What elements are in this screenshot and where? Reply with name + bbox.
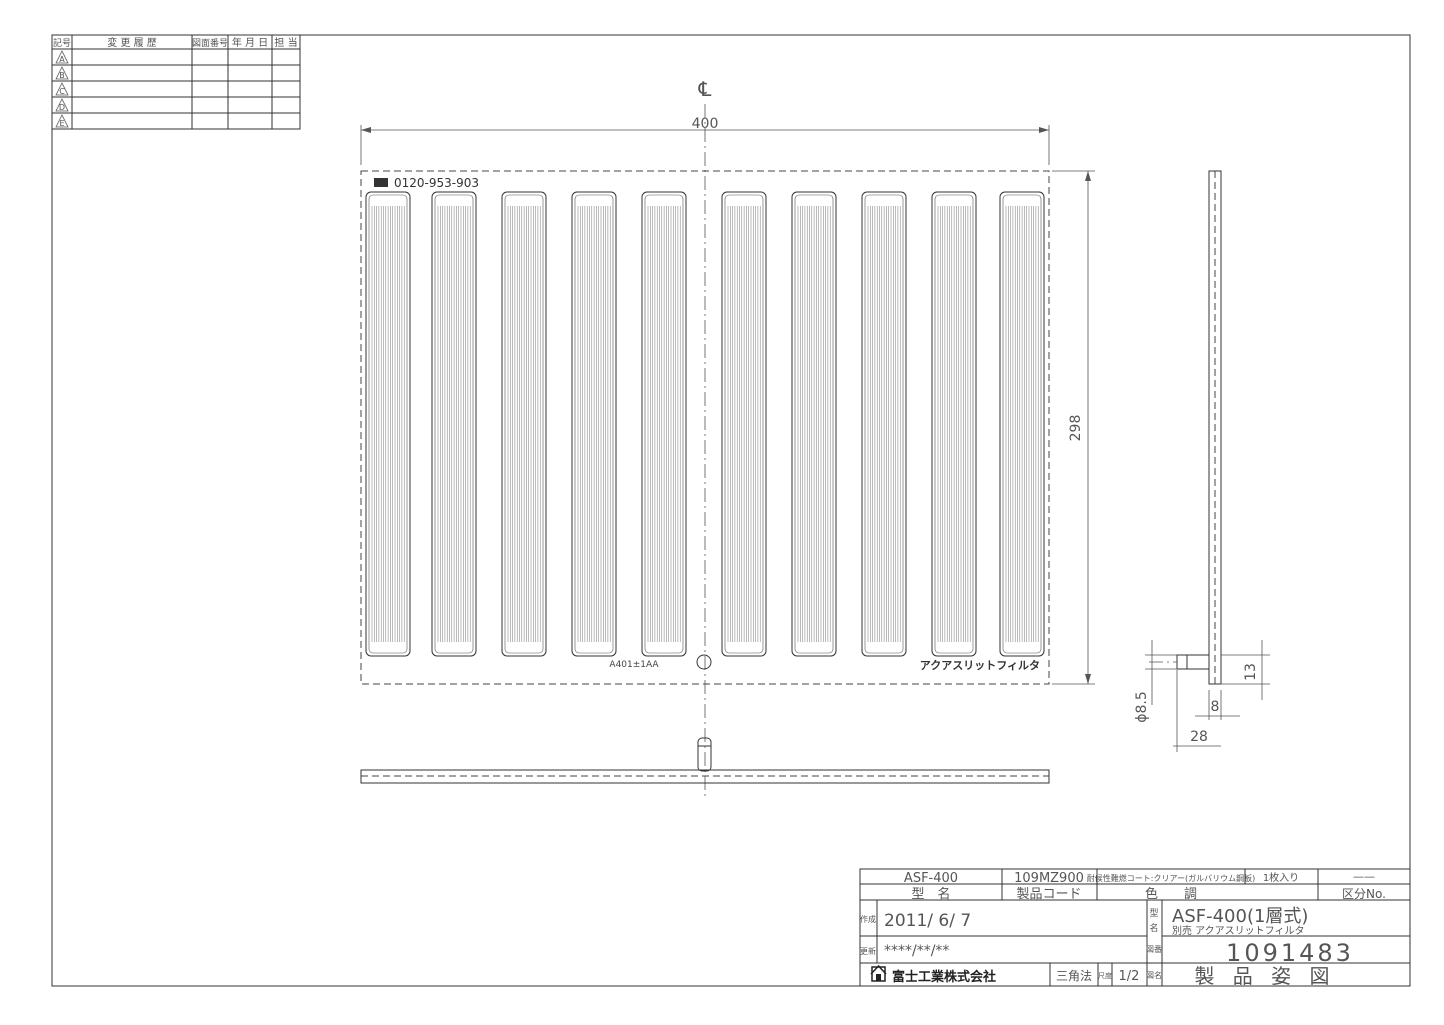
- tb-scale: 1/2: [1119, 969, 1140, 984]
- bottom-view-handle: [697, 737, 712, 772]
- slot-outline: [431, 191, 477, 657]
- slot-slits: [577, 206, 611, 642]
- slot-inner-outline: [864, 194, 904, 654]
- revision-mark-triangle: [55, 50, 69, 64]
- tb-drawing-no: 1091483: [1226, 939, 1354, 967]
- title-block: ASF-400 型 名 109MZ900 製品コード 耐候性難燃コート:クリアー…: [859, 868, 1411, 988]
- revision-mark-triangle: [55, 114, 69, 128]
- tb-name-label-1: 型: [1149, 908, 1158, 919]
- slot-slits: [647, 206, 681, 642]
- slot-slits: [867, 206, 901, 642]
- slot-inner-outline: [794, 194, 834, 654]
- tb-name-main: ASF-400(1層式): [1172, 906, 1308, 927]
- tb-dash: ——: [1353, 870, 1375, 883]
- rev-header-date: 年 月 日: [232, 36, 268, 49]
- revision-mark-triangle: [55, 82, 69, 96]
- slot-slits: [937, 206, 971, 642]
- rev-header-person: 担 当: [274, 36, 297, 49]
- rev-header-drawing-no: 図面番号: [192, 37, 228, 49]
- tb-scale-label: 尺度: [1098, 971, 1112, 980]
- house-logo-icon: [870, 964, 887, 982]
- part-code: A401±1AA: [609, 660, 659, 670]
- slot-inner-outline: [1002, 194, 1042, 654]
- centerline-symbol: ℄: [698, 77, 712, 101]
- slot-slits: [371, 206, 405, 642]
- phone-number: 0120-953-903: [394, 176, 479, 190]
- tb-revised-date: ****/**/**: [884, 943, 949, 959]
- slot-outline: [641, 191, 687, 657]
- tb-created-label: 作成: [860, 914, 876, 924]
- slot-slits: [1005, 206, 1039, 642]
- revision-mark-letter: C: [59, 87, 65, 96]
- slot-outline: [791, 191, 837, 657]
- revision-mark-triangle: [55, 98, 69, 112]
- tb-created-date: 2011/ 6/ 7: [884, 911, 971, 931]
- slot-inner-outline: [574, 194, 614, 654]
- center-hole: [696, 654, 712, 670]
- slot-outline: [365, 191, 411, 657]
- sheet-border: [51, 34, 1411, 987]
- tb-name-sub: 別売 アクアスリットフィルタ: [1172, 924, 1304, 937]
- tb-drawing-title: 製 品 姿 図: [1194, 964, 1335, 988]
- slot-slits: [727, 206, 761, 642]
- tb-quantity: 1枚入り: [1263, 871, 1299, 884]
- slot-inner-outline: [368, 194, 408, 654]
- slot-inner-outline: [724, 194, 764, 654]
- tb-product-code: 109MZ900: [1014, 871, 1084, 886]
- dim-diameter-label: ϕ8.5: [1134, 691, 1150, 723]
- rev-header-history: 変 更 履 歴: [107, 36, 157, 49]
- revision-mark-letter: D: [59, 103, 65, 112]
- slot-inner-outline: [434, 194, 474, 654]
- tb-category-label: 区分No.: [1342, 887, 1386, 901]
- freedial-icon: [374, 178, 388, 187]
- revision-mark-letter: B: [59, 71, 65, 80]
- filter-plate-outline: [360, 170, 1050, 685]
- revision-mark-letter: E: [59, 119, 64, 128]
- dim-8-label: 8: [1211, 699, 1220, 715]
- slot-inner-outline: [934, 194, 974, 654]
- tb-company: 富士工業株式会社: [892, 969, 996, 985]
- slot-outline: [721, 191, 767, 657]
- dim-13-label: 13: [1243, 663, 1259, 681]
- slot-slits: [797, 206, 831, 642]
- side-view: 13 8 28 ϕ8.5: [1134, 170, 1270, 752]
- slot-inner-outline: [644, 194, 684, 654]
- slot-outline: [571, 191, 617, 657]
- product-label: アクアスリットフィルタ: [920, 659, 1040, 672]
- slot-slits: [437, 206, 471, 642]
- tb-drawing-no-label: 図番: [1146, 944, 1162, 954]
- slot-inner-outline: [504, 194, 544, 654]
- tb-revised-label: 更新: [860, 946, 876, 956]
- slot-slits: [507, 206, 541, 642]
- bottom-view: [360, 737, 1050, 784]
- rev-header-mark: 記号: [53, 37, 71, 49]
- tb-model-label: 型 名: [911, 886, 950, 902]
- slot-outline: [501, 191, 547, 657]
- side-view-handle: [1176, 654, 1210, 670]
- front-view: ℄ 400 298 0120-953-903 A401±1AA アクアスリットフ…: [360, 77, 1095, 800]
- height-dimension-label: 298: [1068, 415, 1084, 442]
- tb-projection: 三角法: [1056, 969, 1092, 983]
- tb-model: ASF-400: [904, 871, 958, 886]
- tb-color: 耐候性難燃コート:クリアー(ガルバリウム鋼板): [1087, 873, 1255, 883]
- revision-mark-letter: A: [59, 55, 65, 64]
- tb-product-code-label: 製品コード: [1016, 887, 1081, 902]
- slot-outline: [931, 191, 977, 657]
- revision-mark-triangle: [55, 66, 69, 80]
- dim-28-label: 28: [1190, 729, 1208, 745]
- width-dimension-label: 400: [692, 116, 719, 132]
- slot-outline: [999, 191, 1045, 657]
- slot-outline: [861, 191, 907, 657]
- tb-title-label: 図名: [1146, 970, 1162, 980]
- tb-color-label: 色 調: [1145, 886, 1197, 902]
- tb-name-label-2: 名: [1149, 922, 1158, 934]
